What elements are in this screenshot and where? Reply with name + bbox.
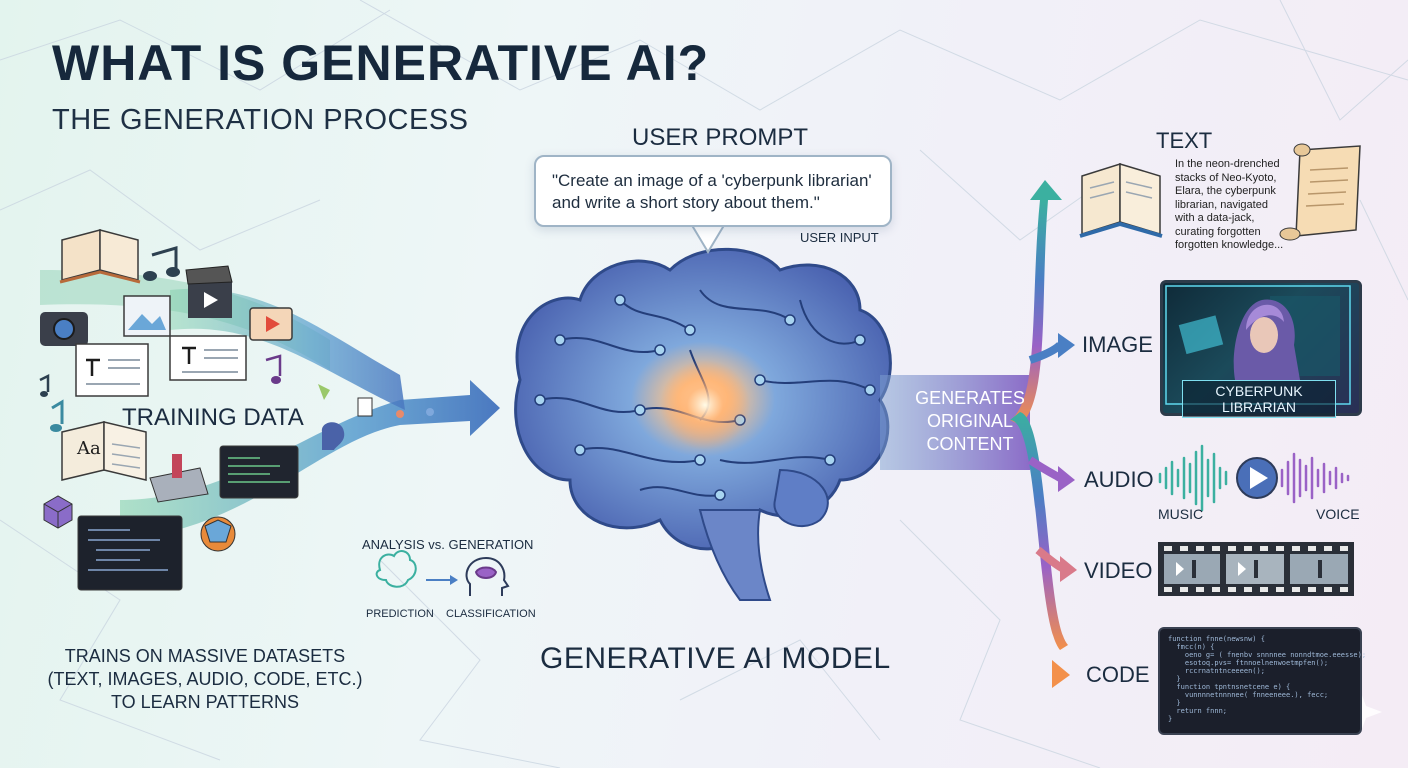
clapperboard-icon (185, 265, 233, 318)
code-line: fmcc(n) { (1168, 643, 1215, 651)
output-code-panel: function fnne(newsnw) { fmcc(n) { oeno g… (1158, 627, 1367, 735)
music-note-small-icon (39, 354, 282, 432)
classification-head-icon (465, 556, 510, 596)
prompt-text: "Create an image of a 'cyberpunk librari… (552, 171, 872, 212)
prediction-brain-icon (375, 550, 417, 588)
arrow-right-icon (426, 575, 458, 585)
analysis-heading: ANALYSIS vs. GENERATION (362, 537, 534, 552)
open-book-icon (1079, 162, 1163, 238)
dictionary-letters: Aa (77, 438, 101, 459)
terminal-large-icon (77, 515, 183, 591)
code-line: function tpntnsnetcene e) { (1168, 683, 1291, 691)
output-image-caption: CYBERPUNK LIBRARIAN (1182, 380, 1336, 418)
prediction-label: PREDICTION (366, 608, 434, 620)
classification-label: CLASSIFICATION (446, 608, 536, 620)
code-lines: function fnne(newsnw) { fmcc(n) { oeno g… (1160, 629, 1367, 729)
code-line: function fnne(newsnw) { (1168, 635, 1265, 643)
stream-icons (318, 384, 434, 450)
music-note-icon (143, 246, 180, 281)
output-audio-label: AUDIO (1084, 467, 1154, 492)
training-data-label: TRAINING DATA (122, 404, 304, 431)
training-caption: TRAINS ON MASSIVE DATASETS (TEXT, IMAGES… (47, 646, 363, 712)
code-line: return fnnn; (1168, 707, 1228, 715)
book-icon (59, 229, 141, 284)
page-subtitle: THE GENERATION PROCESS (52, 104, 469, 136)
code-line: oeno g= ( fnenbv snnnnee nonndtmoe.eeess… (1168, 651, 1367, 659)
scroll-icon (1279, 143, 1361, 241)
code-line: rccrnatntnceeeen(); (1168, 667, 1265, 675)
code-line: vunnnnetnnnnee( fnneeneee.), fecc; (1168, 691, 1329, 699)
training-inflow-arrows (40, 270, 500, 540)
cube-icon (43, 495, 73, 529)
output-story-text: In the neon-drenched stacks of Neo-Kyoto… (1175, 158, 1284, 251)
text-card-icon (169, 335, 247, 381)
page-title: WHAT IS GENERATIVE AI? (52, 35, 710, 91)
brain-illustration (514, 247, 892, 601)
dodecahedron-icon (200, 516, 236, 552)
document-icon (75, 343, 149, 397)
output-video-label: VIDEO (1084, 558, 1153, 583)
code-line: } (1168, 675, 1181, 683)
prompt-bubble (534, 155, 892, 227)
code-line: esotoq.pvs= ftnnoelnenwoetmpfen(); (1168, 659, 1329, 667)
video-filmstrip (1158, 542, 1354, 596)
audio-voice-label: VOICE (1316, 506, 1360, 522)
output-image-label: IMAGE (1082, 332, 1153, 357)
joystick-icon (149, 454, 209, 503)
output-branch (1010, 180, 1077, 688)
user-input-tag: USER INPUT (800, 230, 879, 245)
code-line: } (1168, 715, 1173, 723)
generates-caption: GENERATES ORIGINAL CONTENT (915, 388, 1025, 454)
generates-band (880, 375, 1030, 470)
code-line: } (1168, 699, 1181, 707)
output-text-label: TEXT (1156, 128, 1213, 153)
audio-waveform (1158, 444, 1350, 512)
prompt-heading: USER PROMPT (632, 124, 809, 151)
camera-icon (40, 312, 88, 346)
output-code-label: CODE (1086, 662, 1150, 687)
audio-music-label: MUSIC (1158, 506, 1204, 522)
terminal-small-icon (219, 445, 299, 499)
output-image-art (1165, 285, 1351, 405)
video-player-icon (249, 307, 293, 341)
model-caption: GENERATIVE AI MODEL (540, 642, 891, 675)
dictionary-icon (61, 421, 147, 481)
image-icon (123, 295, 171, 337)
play-icon (1236, 457, 1278, 499)
